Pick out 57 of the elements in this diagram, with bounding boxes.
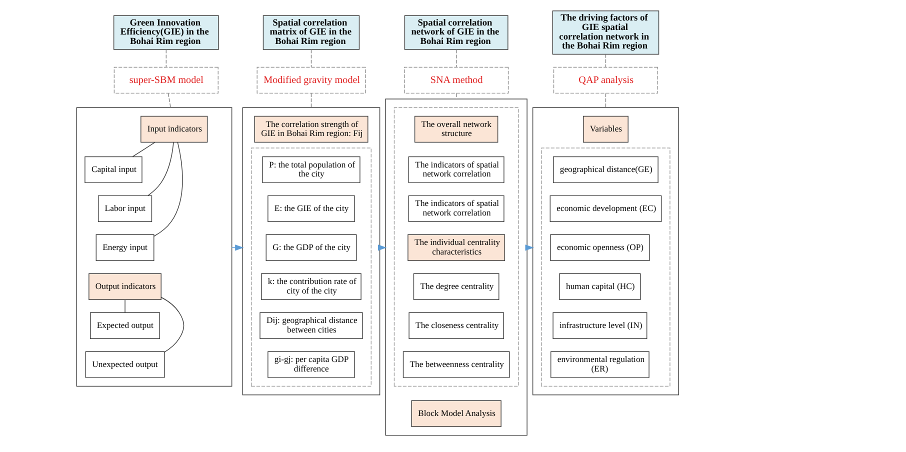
- node-box: The degree centrality: [412, 273, 499, 300]
- connector: [455, 49, 456, 68]
- connector: [167, 93, 170, 108]
- node-box: QAP analysis: [552, 66, 658, 94]
- connector: [153, 142, 182, 237]
- connector: [147, 142, 174, 196]
- node-box: The driving factors of GIE spatial correlation network in the Bohai Rim region: [552, 10, 659, 55]
- node-box: environmental regulation (ER): [550, 351, 649, 378]
- node-box: super-SBM model: [113, 66, 218, 94]
- node-box: Green Innovation Efficiency(GIE) in the Bohai Rim region: [112, 15, 218, 50]
- connector: [310, 93, 312, 108]
- connector: [160, 296, 184, 352]
- node-box: human capital (HC): [558, 273, 640, 300]
- node-box: infrastructure level (IN): [552, 312, 647, 339]
- connector: [604, 54, 606, 68]
- node-box: Labor input: [97, 195, 152, 222]
- connector: [132, 142, 155, 157]
- connector: [455, 93, 456, 100]
- cluster: [250, 148, 371, 387]
- node-box: The closeness centrality: [408, 312, 504, 339]
- node-box: geographical distance(GE): [552, 156, 658, 184]
- connector: [124, 299, 125, 313]
- node-box: gi-gj: per capita GDP difference: [267, 351, 354, 378]
- node-box: k: the contribution rate of city of the city: [260, 273, 361, 300]
- node-box: G: the GDP of the city: [265, 234, 356, 261]
- node-box: Unexpected output: [84, 351, 164, 378]
- cluster: [393, 107, 518, 387]
- node-box: The indicators of spatial network correlation: [408, 195, 504, 222]
- node-box: The betweenness centrality: [402, 351, 510, 378]
- node-box: E: the GIE of the city: [267, 195, 354, 222]
- node-box: The individual centrality characteristics: [407, 234, 505, 261]
- node-box: Energy input: [95, 234, 154, 261]
- node-box: economic development (EC): [549, 195, 662, 222]
- cluster: [532, 107, 678, 396]
- node-box: economic openness (OP): [550, 234, 650, 261]
- node-box: Block Model Analysis: [410, 400, 501, 428]
- node-box: Variables: [582, 116, 628, 143]
- node-box: Capital input: [84, 156, 142, 184]
- cluster: [242, 107, 380, 396]
- node-box: SNA method: [403, 66, 508, 94]
- connector: [604, 93, 606, 108]
- node-box: Input indicators: [140, 116, 208, 143]
- node-box: Modified gravity model: [256, 66, 366, 94]
- node-box: The overall network structure: [414, 116, 498, 143]
- node-box: P: the total population of the city: [262, 156, 360, 184]
- node-box: The correlation strength of GIE in Bohai Rim region: Fij: [254, 116, 368, 143]
- node-box: Dij: geographical distance between cities: [259, 312, 362, 339]
- cluster: [540, 148, 670, 387]
- node-box: Spatial correlation matrix of GIE in the Bohai Rim region: [262, 15, 360, 50]
- connector: [310, 49, 312, 68]
- cluster: [76, 107, 232, 387]
- node-box: The indicators of spatial network correlation: [408, 156, 504, 184]
- node-box: Spatial correlation network of GIE in the Bohai Rim region: [404, 15, 508, 50]
- connector: [165, 49, 166, 68]
- node-box: Expected output: [90, 312, 160, 339]
- node-box: Output indicators: [88, 273, 161, 300]
- cluster: [384, 98, 527, 436]
